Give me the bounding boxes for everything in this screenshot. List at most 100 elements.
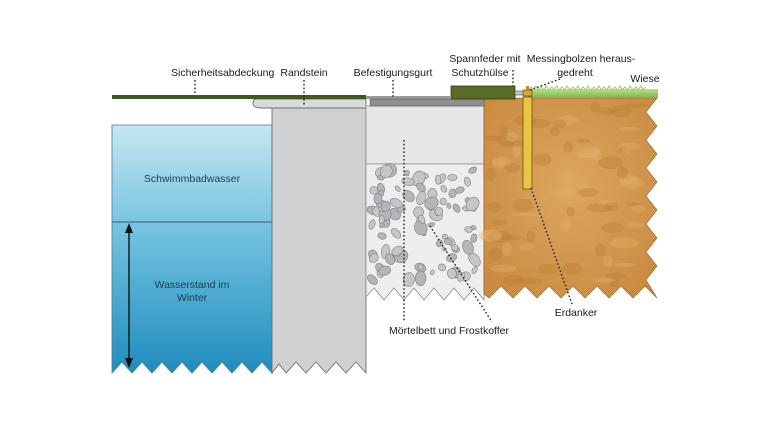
soil-speckle — [488, 247, 503, 261]
gravel-stone — [404, 170, 410, 177]
gravel-stone — [414, 220, 428, 236]
gravel-stone — [452, 203, 461, 213]
gravel-stone — [416, 191, 427, 205]
soil-speckle — [496, 134, 516, 147]
gravel-stone — [402, 190, 415, 202]
soil-speckle — [597, 107, 615, 116]
gravel-stone — [396, 206, 406, 213]
gravel-stone — [435, 239, 444, 248]
gravel-stone — [394, 185, 401, 192]
gravel-stone — [391, 245, 404, 256]
curb-stone — [252, 98, 367, 375]
gravel-stone — [448, 188, 457, 199]
gravel-stone — [368, 253, 379, 263]
soil-speckle — [500, 235, 522, 241]
soil-speckle — [486, 202, 503, 212]
gravel-stones — [366, 163, 481, 287]
soil-speckle — [598, 156, 623, 170]
gravel-stone — [401, 177, 415, 187]
gravel-stone — [368, 219, 376, 230]
soil-speckle — [503, 162, 521, 173]
leader-lines — [194, 70, 573, 323]
soil-speckle — [550, 126, 560, 137]
gravel-stone — [441, 233, 448, 240]
soil-speckle — [512, 212, 539, 217]
soil-speckle — [617, 142, 641, 151]
fastening-strap — [369, 98, 485, 107]
soil-speckle — [601, 222, 625, 234]
label-ground-anchor: Erdanker — [555, 307, 598, 319]
ground-anchor — [522, 96, 533, 190]
soil-speckle — [478, 229, 503, 242]
soil — [478, 97, 658, 299]
soil-speckle — [555, 115, 579, 126]
soil-speckle — [609, 278, 619, 288]
soil-texture — [478, 102, 649, 288]
soil-speckle — [577, 184, 591, 191]
gravel-stone — [440, 185, 448, 193]
soil-speckle — [506, 131, 518, 142]
gravel-stone — [384, 253, 396, 265]
label-winter-line1: Wasserstand im — [155, 279, 230, 291]
gravel-stone — [418, 214, 426, 225]
soil-speckle — [526, 230, 536, 243]
gravel-stone — [402, 272, 415, 287]
soil-speckle — [604, 202, 619, 211]
soil-speckle — [618, 145, 628, 154]
soil-speckle — [602, 255, 613, 267]
gravel-stone — [379, 164, 393, 179]
soil-speckle — [519, 243, 535, 251]
gravel-stone — [414, 270, 427, 286]
soil-speckle — [576, 146, 600, 159]
label-mortar: Mörtelbett und Frostkoffer — [389, 325, 510, 337]
soil-speckle — [554, 119, 566, 129]
soil-speckle — [577, 188, 599, 197]
soil-speckle — [630, 205, 646, 212]
soil-speckle — [561, 262, 583, 275]
gravel-stone — [424, 196, 439, 210]
soil-speckle — [586, 203, 613, 213]
soil-speckle — [492, 157, 513, 167]
soil-speckle — [598, 200, 613, 206]
soil-speckle — [501, 242, 513, 256]
gravel-stone — [470, 233, 478, 243]
soil-speckle — [566, 206, 575, 217]
label-winter-line2: Winter — [177, 292, 208, 304]
soil-speckle — [590, 102, 601, 113]
soil-speckle — [482, 229, 501, 241]
gravel-stone — [434, 174, 442, 185]
gravel-stone — [411, 170, 426, 187]
gravel-stone — [438, 263, 446, 272]
gravel-stone — [464, 226, 473, 233]
label-pool-water: Schwimmbadwasser — [144, 173, 241, 185]
labels: Sicherheitsabdeckung Randstein Befestigu… — [144, 53, 660, 337]
gravel-stone — [450, 244, 459, 251]
soil-speckle — [626, 202, 640, 207]
soil-speckle — [592, 147, 602, 162]
gravel-stone — [416, 182, 426, 193]
gravel-stone — [377, 232, 387, 240]
soil-speckle — [503, 274, 525, 287]
soil-speckle — [592, 277, 616, 283]
label-lawn: Wiese — [630, 73, 659, 85]
soil-speckle — [559, 219, 572, 233]
soil-speckle — [486, 230, 512, 243]
soil-speckle — [559, 172, 574, 179]
label-bolt-line1: Messingbolzen heraus- — [527, 53, 636, 65]
winter-level-arrow — [125, 223, 133, 368]
soil-speckle — [486, 167, 497, 181]
gravel-stone — [378, 265, 391, 276]
soil-speckle — [533, 153, 552, 167]
gravel-stone — [418, 263, 424, 271]
gravel-stone — [380, 200, 391, 212]
soil-speckle — [604, 272, 627, 280]
concrete-slab — [365, 105, 485, 165]
soil-speckle — [610, 237, 639, 249]
gravel-stone — [430, 269, 435, 276]
soil-speckle — [498, 125, 509, 135]
gravel-stone — [443, 238, 453, 245]
soil-speckle — [503, 140, 529, 147]
soil-speckle — [576, 138, 591, 144]
soil-speckle — [512, 198, 534, 213]
